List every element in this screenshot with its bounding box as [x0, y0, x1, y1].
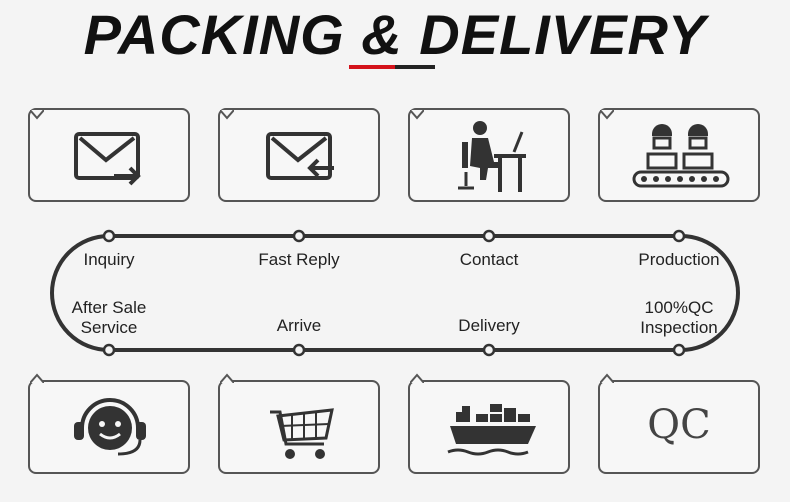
- label-qc-line1: 100%QC: [644, 298, 714, 317]
- title-underline-black: [395, 65, 435, 69]
- node-fast-reply: [292, 229, 306, 243]
- label-delivery: Delivery: [458, 316, 520, 335]
- workers-conveyor-icon: [632, 124, 730, 188]
- label-qc-line2: Inspection: [640, 318, 718, 337]
- headset-smiley-icon: [74, 398, 146, 456]
- label-inquiry: Inquiry: [83, 250, 135, 269]
- card-fast-reply: [218, 108, 380, 202]
- label-after-sale-line1: After Sale: [71, 298, 147, 317]
- envelope-reply-icon: [266, 132, 334, 180]
- card-inquiry: [28, 108, 190, 202]
- node-contact: [482, 229, 496, 243]
- label-qc: 100%QC Inspection: [604, 298, 754, 338]
- label-production: Production: [638, 250, 720, 269]
- qc-icon: QC: [647, 402, 711, 448]
- node-production: [672, 229, 686, 243]
- shopping-cart-icon: [270, 408, 334, 459]
- person-at-desk-icon: [458, 121, 526, 192]
- cargo-ship-icon: [447, 404, 536, 456]
- label-fast-reply: Fast Reply: [258, 250, 340, 269]
- title-underline-red: [349, 65, 395, 69]
- card-contact: [408, 108, 570, 202]
- node-after-sale: [102, 343, 116, 357]
- card-arrive: [218, 373, 380, 474]
- node-inquiry: [102, 229, 116, 243]
- label-after-sale: After Sale Service: [34, 298, 184, 338]
- card-production: [598, 108, 760, 202]
- label-arrive: Arrive: [276, 316, 322, 335]
- card-qc: QC: [598, 373, 760, 474]
- card-delivery: [408, 373, 570, 474]
- envelope-send-icon: [74, 132, 141, 186]
- card-after-sale: [28, 373, 190, 474]
- node-arrive: [292, 343, 306, 357]
- label-after-sale-line2: Service: [80, 318, 138, 337]
- node-delivery: [482, 343, 496, 357]
- node-qc: [672, 343, 686, 357]
- label-contact: Contact: [459, 250, 519, 269]
- page-title: PACKING & DELIVERY: [83, 3, 707, 66]
